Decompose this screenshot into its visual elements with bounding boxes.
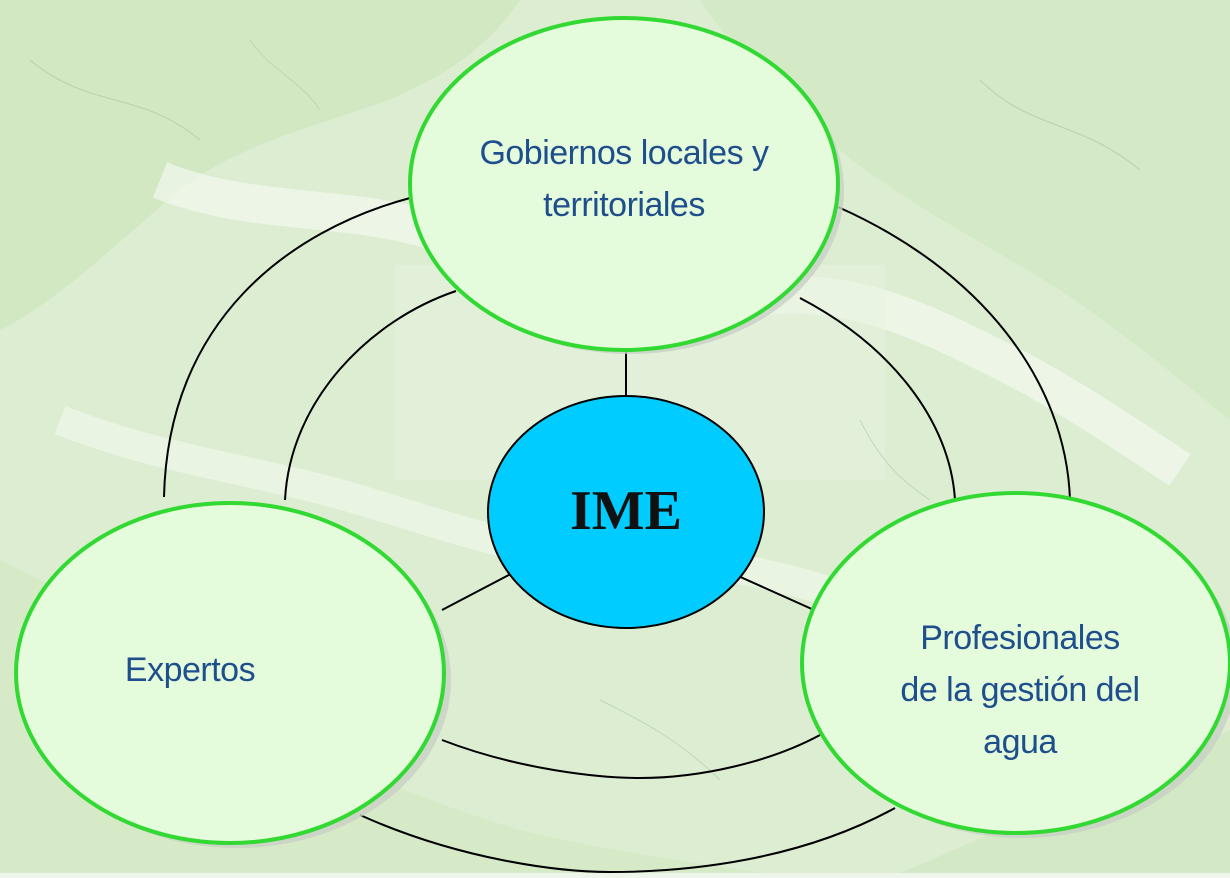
node-gobiernos-line-1: Gobiernos locales y xyxy=(479,134,769,172)
node-expertos-line-1: Expertos xyxy=(124,651,256,689)
node-gobiernos-ellipse xyxy=(408,16,840,352)
node-profesionales-line-1: Profesionales xyxy=(920,619,1120,657)
outer-arc-bottom xyxy=(359,807,896,874)
node-profesionales-line-3: agua xyxy=(983,723,1057,761)
center-label: IME xyxy=(488,466,764,556)
inner-arc-bottom xyxy=(441,734,821,780)
node-gobiernos-label: Gobiernos locales y territoriales xyxy=(434,114,814,244)
node-profesionales-line-2: de la gestión del xyxy=(900,671,1140,709)
spoke-left xyxy=(441,567,523,611)
node-profesionales-ellipse xyxy=(800,491,1230,835)
center-ellipse xyxy=(487,395,765,629)
inner-arc-top-right xyxy=(799,297,956,501)
node-shapes xyxy=(14,16,1230,848)
outer-arc-top-left xyxy=(163,197,411,498)
node-profesionales-label: Profesionales de la gestión del agua xyxy=(840,590,1200,790)
center-label-text: IME xyxy=(570,480,682,542)
connectors xyxy=(163,197,1071,874)
inner-arc-top-left xyxy=(284,290,457,501)
node-gobiernos-line-2: territoriales xyxy=(543,186,705,224)
node-expertos-ellipse xyxy=(14,501,446,845)
node-expertos-label: Expertos xyxy=(40,640,340,700)
spoke-right xyxy=(735,574,815,611)
outer-arc-top-right xyxy=(837,206,1071,501)
